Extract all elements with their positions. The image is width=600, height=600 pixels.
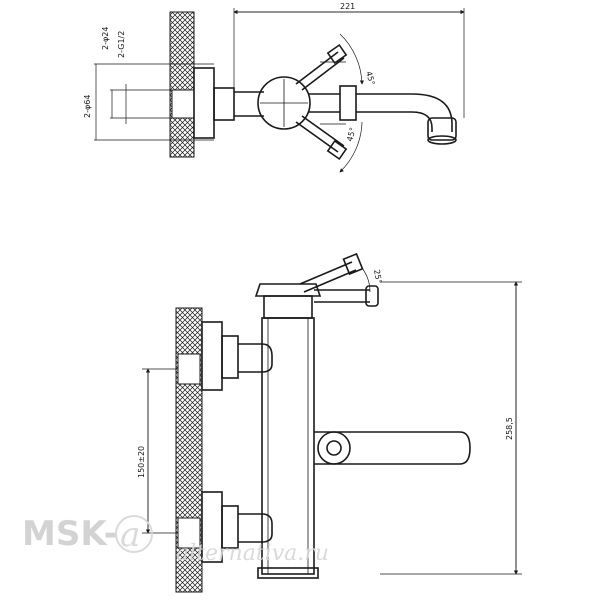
side-diverter-knob [317, 431, 351, 465]
side-view: 25° 258,5 150±20 [137, 252, 522, 593]
top-angle-upper: 45° [364, 70, 376, 86]
side-vertical-body [261, 317, 315, 575]
side-dim-spacing: 150±20 [137, 446, 146, 478]
side-dim-height: 258,5 [505, 417, 514, 440]
side-spout [314, 431, 471, 465]
side-cartridge [263, 295, 313, 319]
top-body [234, 91, 264, 117]
top-dim-width: 221 [340, 2, 355, 11]
top-mixer-circle [257, 76, 311, 130]
top-view: 45° 45° 221 2-φ64 2-φ24 2-G1/2 [83, 2, 465, 173]
svg-text:a: a [120, 515, 140, 555]
top-flange [193, 67, 215, 139]
top-wall-inlet [171, 89, 195, 119]
side-lever-lower [314, 289, 370, 303]
top-diverter [339, 85, 357, 121]
watermark-script: alternativa.ru [176, 541, 329, 566]
watermark-brand: MSK- [22, 514, 118, 554]
side-angle: 25° [372, 269, 383, 285]
top-connector [213, 87, 235, 121]
top-dim-dia64: 2-φ64 [83, 95, 92, 118]
side-wall-inlet-upper [177, 353, 201, 385]
top-spout [356, 93, 453, 132]
side-lever-upper [299, 261, 357, 293]
side-flange-upper [201, 321, 223, 391]
top-dim-dia24: 2-φ24 [101, 27, 110, 50]
watermark: MSK- a alternativa.ru [22, 514, 329, 566]
top-handle-upper [295, 51, 345, 91]
top-wall [169, 11, 195, 158]
top-dim-g12: 2-G1/2 [117, 31, 126, 58]
top-angle-lower: 45° [345, 126, 357, 142]
watermark-logo-icon: a [115, 515, 153, 555]
